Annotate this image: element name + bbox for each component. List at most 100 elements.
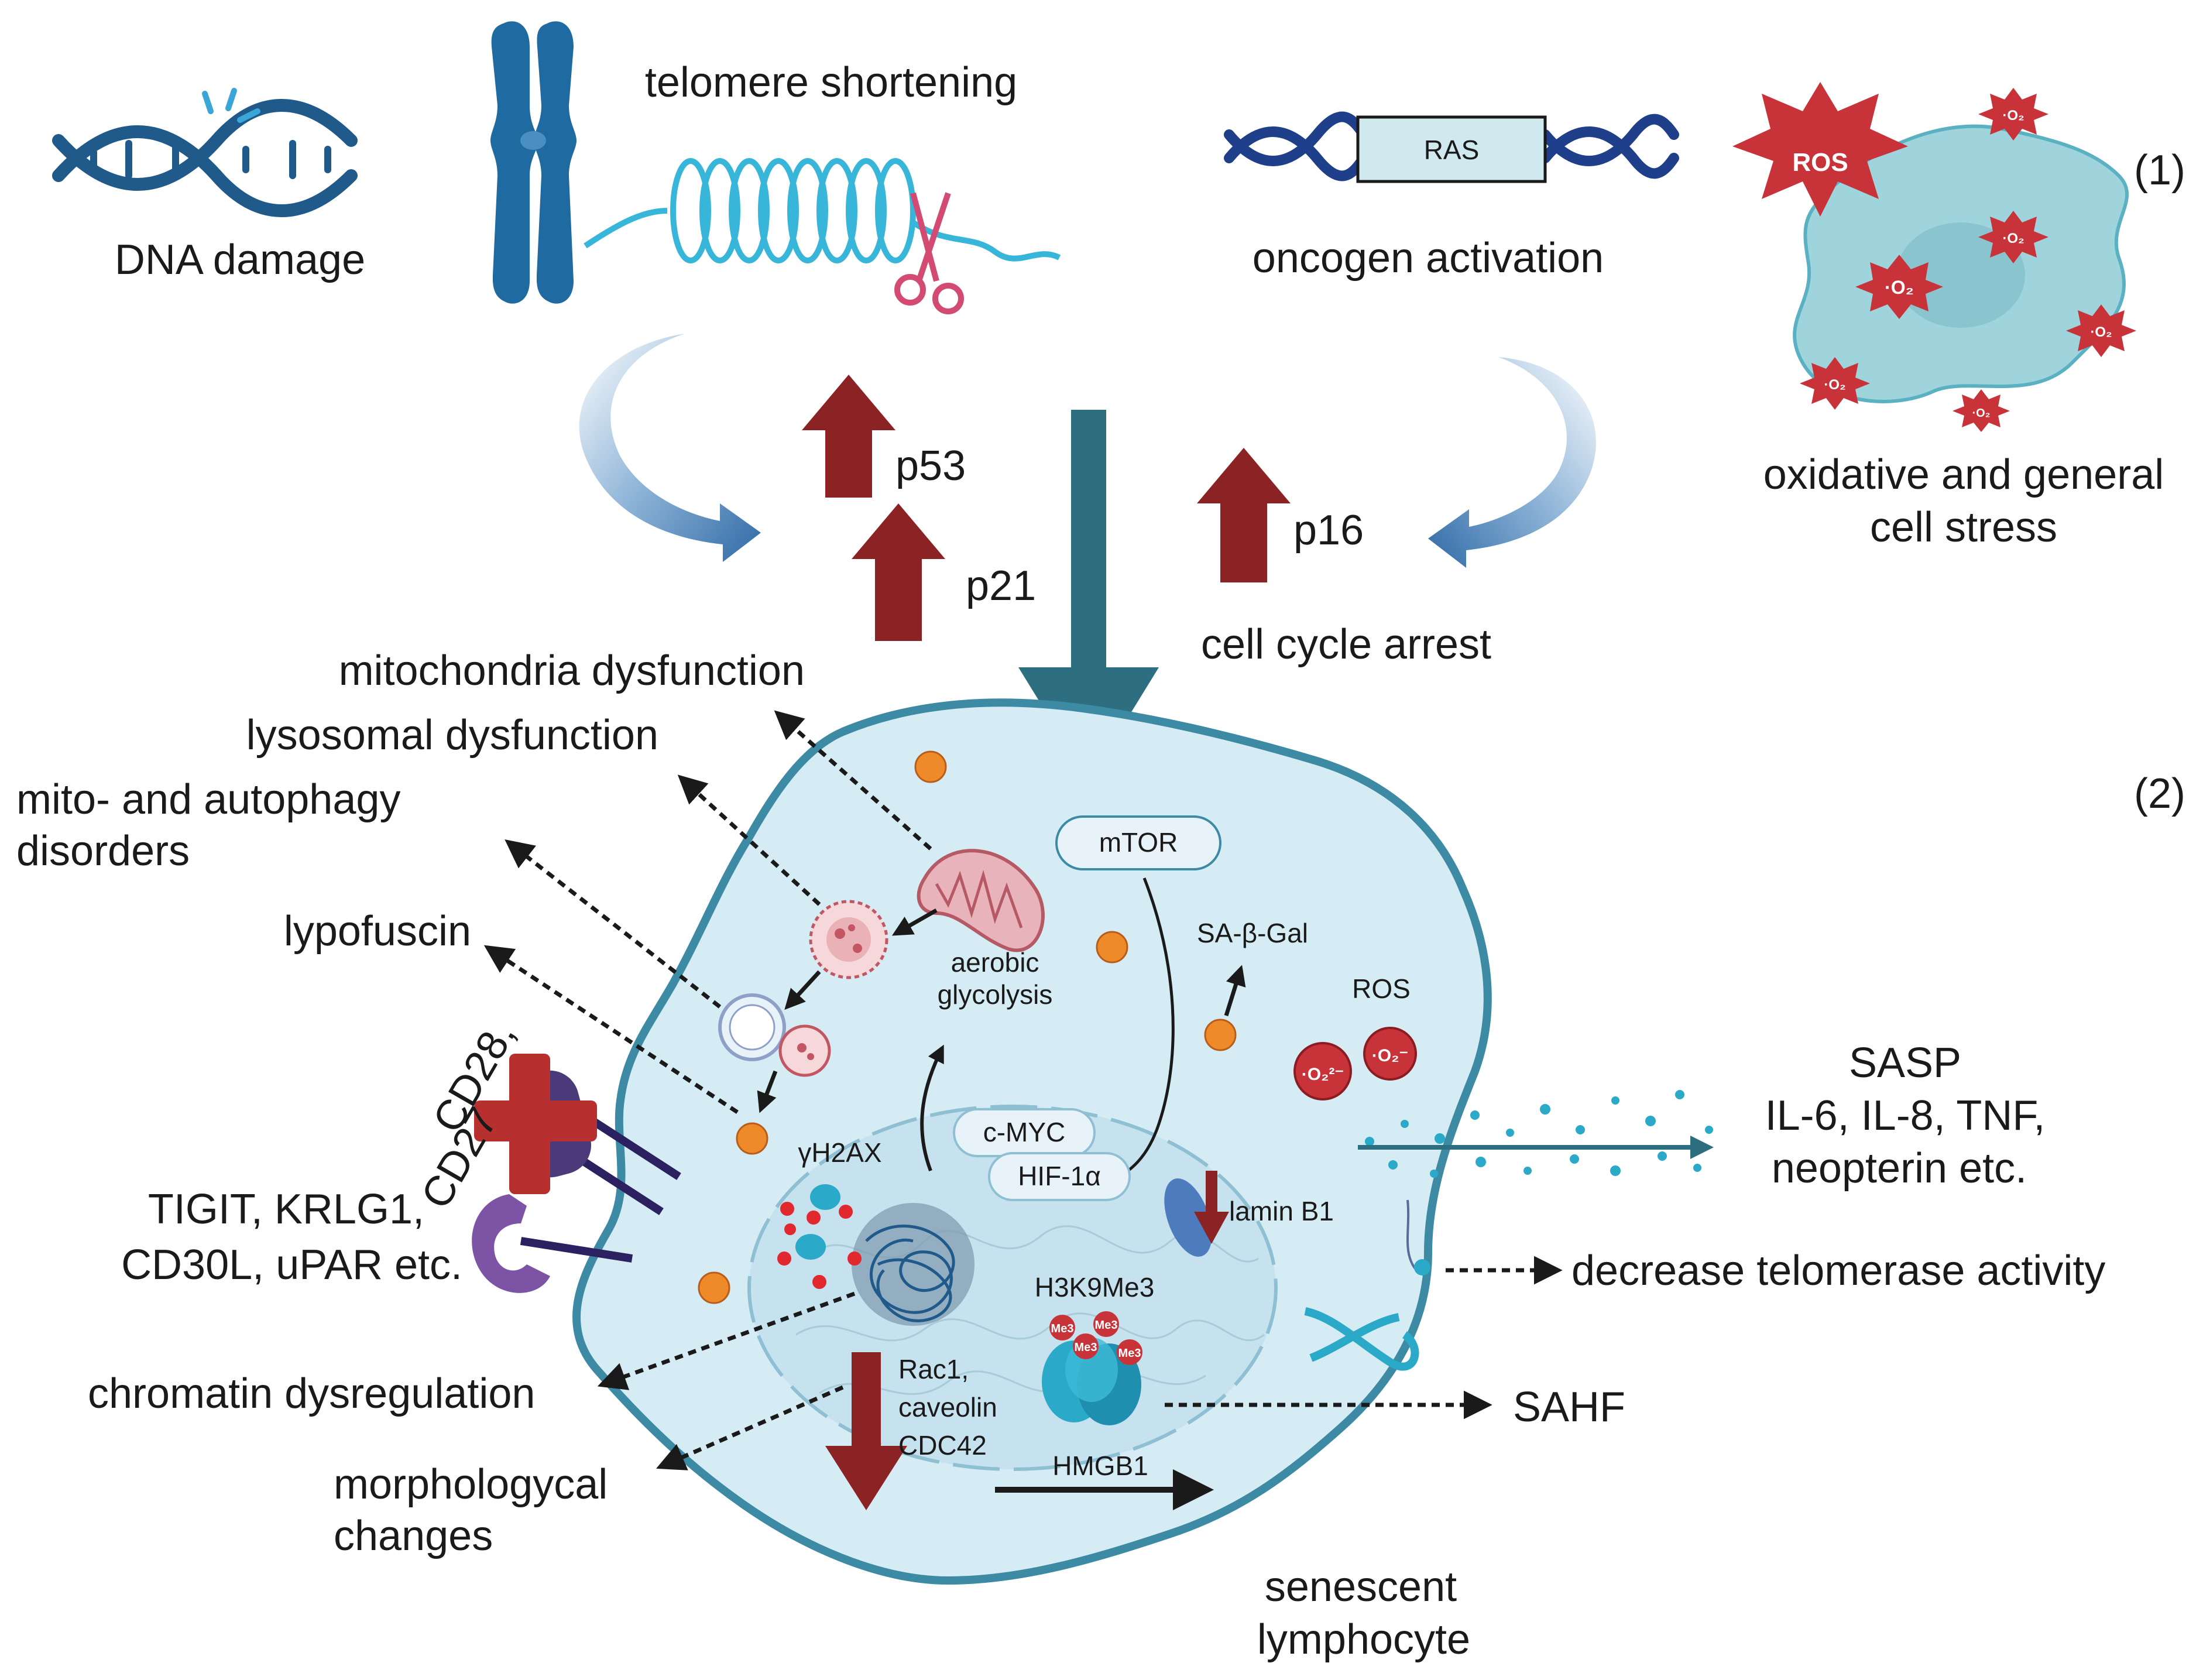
oncogen-activation-label: oncogen activation bbox=[1253, 235, 1604, 282]
superoxide-label-2: ·O₂ bbox=[2002, 231, 2024, 246]
ros-particles-icon bbox=[1293, 1027, 1417, 1100]
autophagy-label-2: disorders bbox=[16, 828, 190, 875]
mtor-arrow bbox=[1112, 877, 1175, 1181]
p53-up-arrow bbox=[802, 375, 895, 498]
dna-damage-icon bbox=[52, 88, 358, 217]
rac1-label-3: CDC42 bbox=[898, 1430, 987, 1460]
lyso-dysfunction-label: lysosomal dysfunction bbox=[246, 712, 658, 759]
chromatin-dysregulation-label: chromatin dysregulation bbox=[88, 1370, 535, 1417]
cell-cycle-arrest-label: cell cycle arrest bbox=[1201, 621, 1491, 668]
cmyc-to-glycolysis-arrow bbox=[920, 1044, 944, 1172]
ros-burst-label: ROS bbox=[1792, 148, 1848, 177]
receptors-label-2: CD30L, uPAR etc. bbox=[121, 1242, 462, 1288]
lamin-down-arrow bbox=[1194, 1171, 1229, 1244]
mito-dysfunction-label: mitochondria dysfunction bbox=[339, 647, 805, 694]
oxidative-stress-label-2: cell stress bbox=[1870, 504, 2057, 551]
aerobic-label-1: aerobic bbox=[951, 947, 1039, 978]
hif-label: HIF-1α bbox=[1018, 1161, 1101, 1191]
rac1-label-2: caveolin bbox=[898, 1392, 997, 1422]
me3-badge-1: Me3 bbox=[1051, 1322, 1074, 1335]
superoxide-bursts bbox=[1800, 88, 2136, 432]
me3-badge-3: Me3 bbox=[1075, 1341, 1097, 1354]
mtor-pill bbox=[1055, 815, 1221, 870]
receptor-tigit-icon bbox=[472, 1194, 633, 1293]
to-morpho-arrow bbox=[656, 1385, 844, 1470]
telomerase-label: decrease telomerase activity bbox=[1571, 1247, 2105, 1294]
telomere-coil-icon bbox=[584, 158, 1061, 263]
o2-particle-a: ·O₂²⁻ bbox=[1302, 1065, 1344, 1084]
sasp-label-3: neopterin etc. bbox=[1772, 1145, 2027, 1192]
o2-particle-b: ·O₂⁻ bbox=[1372, 1046, 1409, 1065]
autophagy-label-1: mito- and autophagy bbox=[16, 776, 400, 823]
to-lypofuscin-arrow bbox=[483, 945, 739, 1114]
lysosome-icon bbox=[809, 900, 888, 979]
chromosome-icon bbox=[490, 21, 577, 304]
senescent-label-2: lymphocyte bbox=[1257, 1616, 1470, 1663]
telomerase-chromosome-icon bbox=[1304, 1199, 1430, 1371]
hif-pill bbox=[988, 1152, 1131, 1201]
gamma-h2ax-label: γH2AX bbox=[798, 1137, 881, 1168]
curved-arrow-right bbox=[1428, 357, 1596, 568]
h3k9me3-label: H3K9Me3 bbox=[1035, 1272, 1155, 1302]
to-lyso-dysfunction-arrow bbox=[677, 774, 821, 906]
big-down-arrow bbox=[1018, 410, 1159, 781]
lyso-to-auto-arrow bbox=[784, 970, 821, 1010]
me3-badge-4: Me3 bbox=[1118, 1347, 1141, 1360]
lamin-label: lamin B1 bbox=[1229, 1196, 1334, 1226]
scissors-icon bbox=[894, 192, 964, 314]
cross-icon bbox=[474, 1054, 597, 1194]
superoxide-label-4: ·O₂ bbox=[2090, 324, 2112, 340]
to-autophagy-arrow bbox=[505, 839, 722, 1009]
p16-up-arrow bbox=[1197, 448, 1291, 582]
morpho-label-1: morphologycal bbox=[334, 1461, 608, 1508]
lypofuscin-label: lypofuscin bbox=[284, 908, 471, 955]
cmyc-label: c-MYC bbox=[983, 1117, 1066, 1147]
p21-label: p21 bbox=[966, 563, 1036, 609]
mito-to-lyso-arrow bbox=[891, 908, 938, 936]
telomere-shortening-label: telomere shortening bbox=[645, 59, 1017, 106]
to-chromatin-arrow bbox=[597, 1291, 856, 1390]
sasp-label-1: SASP bbox=[1849, 1040, 1961, 1086]
dna-damage-label: DNA damage bbox=[115, 236, 365, 283]
superoxide-label-3: ·O₂ bbox=[1885, 277, 1914, 298]
p21-up-arrow bbox=[852, 503, 945, 641]
dna-tangle-icon bbox=[865, 1225, 955, 1322]
superoxide-label-5: ·O₂ bbox=[1824, 377, 1845, 393]
p53-label: p53 bbox=[895, 443, 966, 489]
sa-gal-arrow bbox=[1224, 965, 1246, 1017]
ras-label: RAS bbox=[1424, 135, 1480, 165]
nucleosome-icon bbox=[1042, 1311, 1142, 1425]
curved-arrow-left bbox=[579, 334, 761, 562]
heterochromatin-focus bbox=[852, 1203, 974, 1326]
mtor-label: mTOR bbox=[1099, 827, 1178, 858]
me3-badge-2: Me3 bbox=[1095, 1319, 1118, 1332]
lamin-b1-icon bbox=[1164, 1178, 1212, 1257]
hmgb1-label: HMGB1 bbox=[1052, 1451, 1148, 1481]
ros-burst-icon: ROS bbox=[1732, 82, 1908, 217]
auto-to-lypo-arrow bbox=[757, 1070, 778, 1113]
oxidative-stress-label-1: oxidative and general bbox=[1763, 451, 2164, 498]
sasp-spray-icon bbox=[1365, 1090, 1713, 1178]
sahf-label: SAHF bbox=[1513, 1384, 1625, 1431]
gamma-h2ax-icon bbox=[777, 1184, 862, 1289]
panel-2-marker: (2) bbox=[2134, 770, 2185, 817]
ras-box bbox=[1356, 115, 1547, 183]
rac1-down-arrow bbox=[825, 1352, 907, 1510]
ras-dna-icon bbox=[1224, 111, 1679, 181]
rac1-label-1: Rac1, bbox=[898, 1354, 969, 1384]
superoxide-label-1: ·O₂ bbox=[2002, 108, 2024, 124]
to-mito-dysfunction-arrow bbox=[774, 710, 932, 851]
receptors-label-1: TIGIT, KRLG1, bbox=[148, 1186, 424, 1233]
superoxide-label-6: ·O₂ bbox=[1972, 407, 1990, 420]
morpho-label-2: changes bbox=[334, 1513, 493, 1559]
orange-granules bbox=[698, 750, 1237, 1304]
autophagosome-icon bbox=[718, 993, 831, 1077]
sa-gal-label: SA-β-Gal bbox=[1197, 918, 1308, 948]
ros-inner-label: ROS bbox=[1352, 973, 1411, 1004]
p16-label: p16 bbox=[1293, 507, 1364, 554]
panel-1-marker: (1) bbox=[2134, 147, 2185, 194]
aerobic-label-2: glycolysis bbox=[938, 979, 1053, 1010]
sasp-label-2: IL-6, IL-8, TNF, bbox=[1765, 1092, 2046, 1139]
